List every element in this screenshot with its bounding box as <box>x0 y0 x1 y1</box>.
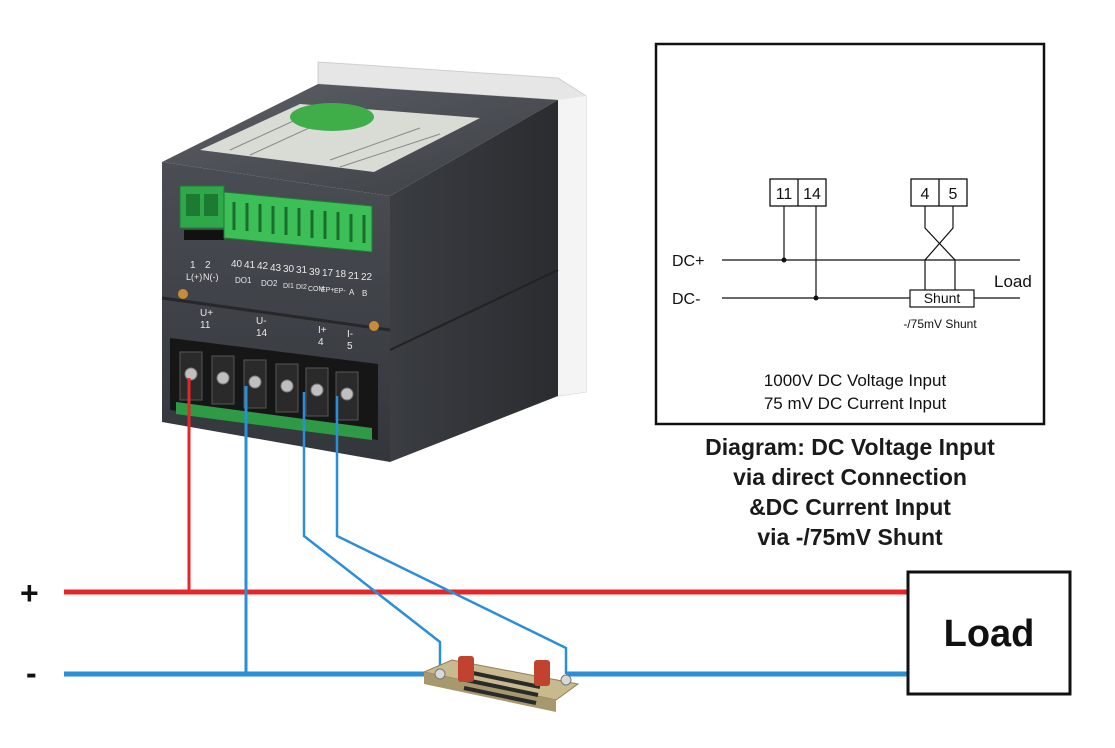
shunt-label: Shunt <box>924 290 961 306</box>
current-lead-5 <box>335 396 568 674</box>
terminal-num-1: 41 <box>244 260 256 271</box>
screw-icon <box>369 321 379 331</box>
shunt-resistor <box>422 656 580 712</box>
load-label: Load <box>944 613 1035 655</box>
power-terminal-l-label: L(+) <box>186 272 202 282</box>
bottom-label-5: 5 <box>347 341 353 352</box>
terminal-num-2: 42 <box>257 261 269 272</box>
dc-minus-label: DC- <box>672 291 700 308</box>
caption-line-1: Diagram: DC Voltage Input <box>705 434 995 460</box>
caption-line-2: via direct Connection <box>733 464 967 490</box>
terminal-num-4: 30 <box>283 264 295 275</box>
schematic-frame <box>654 42 1046 426</box>
bottom-label-u-plus: U+ <box>200 308 213 319</box>
terminal-14-label: 14 <box>803 186 821 203</box>
schematic-load-label: Load <box>994 272 1032 291</box>
bottom-label-14: 14 <box>256 328 268 339</box>
caption-line-3: &DC Current Input <box>749 494 951 520</box>
terminal-label-di2: DI2 <box>296 284 307 291</box>
minus-symbol: - <box>26 655 37 691</box>
terminal-num-8: 18 <box>335 269 347 280</box>
terminal-label-do1: DO1 <box>235 276 252 285</box>
terminal-label-do2: DO2 <box>261 279 278 288</box>
shunt-symbol <box>909 289 975 308</box>
terminal-num-3: 43 <box>270 263 282 274</box>
terminal-label-di1: DI1 <box>283 283 294 290</box>
bottom-label-4: 4 <box>318 337 324 348</box>
bottom-label-i-plus: I+ <box>318 325 327 336</box>
spec-voltage-input: 1000V DC Voltage Input <box>764 371 947 390</box>
bottom-label-11: 11 <box>200 320 211 331</box>
terminal-label-ep-plus: EP+ <box>321 287 334 294</box>
schematic-panel: 11 14 4 5 DC+ DC- Load Shunt -/75mV Shun… <box>654 42 1046 426</box>
terminal-num-5: 31 <box>296 265 308 276</box>
terminal-label-com: COM <box>308 286 325 293</box>
spec-current-input: 75 mV DC Current Input <box>764 394 947 413</box>
terminal-11-label: 11 <box>776 186 793 203</box>
terminal-label-b: B <box>362 289 367 298</box>
power-terminal-1: 1 <box>190 260 196 271</box>
plus-symbol: + <box>20 575 39 611</box>
screw-icon <box>178 289 188 299</box>
spec-sticker <box>200 104 480 172</box>
terminal-num-7: 17 <box>322 268 334 279</box>
dc-plus-label: DC+ <box>672 253 704 270</box>
caption-line-4: via -/75mV Shunt <box>757 524 943 550</box>
terminal-num-10: 22 <box>361 272 373 283</box>
terminal-4-label: 4 <box>921 186 930 203</box>
power-terminal-n-label: N(-) <box>203 272 219 282</box>
diagram-caption: Diagram: DC Voltage Input via direct Con… <box>650 432 1050 552</box>
terminal-label-a: A <box>349 288 355 297</box>
power-terminal-2: 2 <box>205 260 211 271</box>
terminal-label-ep-minus: EP- <box>334 288 346 295</box>
terminal-5-label: 5 <box>949 186 958 203</box>
green-sticker <box>290 103 374 131</box>
current-lead-4 <box>302 392 442 674</box>
terminal-num-6: 39 <box>309 267 321 278</box>
bottom-label-i-minus: I- <box>347 329 353 340</box>
bottom-label-u-minus: U- <box>256 316 267 327</box>
meter-device: 1 2 L(+) N(-) 40 41 42 43 30 31 39 17 18… <box>161 61 587 462</box>
field-wiring: Load + - <box>20 378 1072 712</box>
terminal-num-9: 21 <box>348 271 360 282</box>
shunt-rating-label: -/75mV Shunt <box>903 317 977 331</box>
terminal-num-0: 40 <box>231 259 243 270</box>
load-box <box>906 570 1072 696</box>
